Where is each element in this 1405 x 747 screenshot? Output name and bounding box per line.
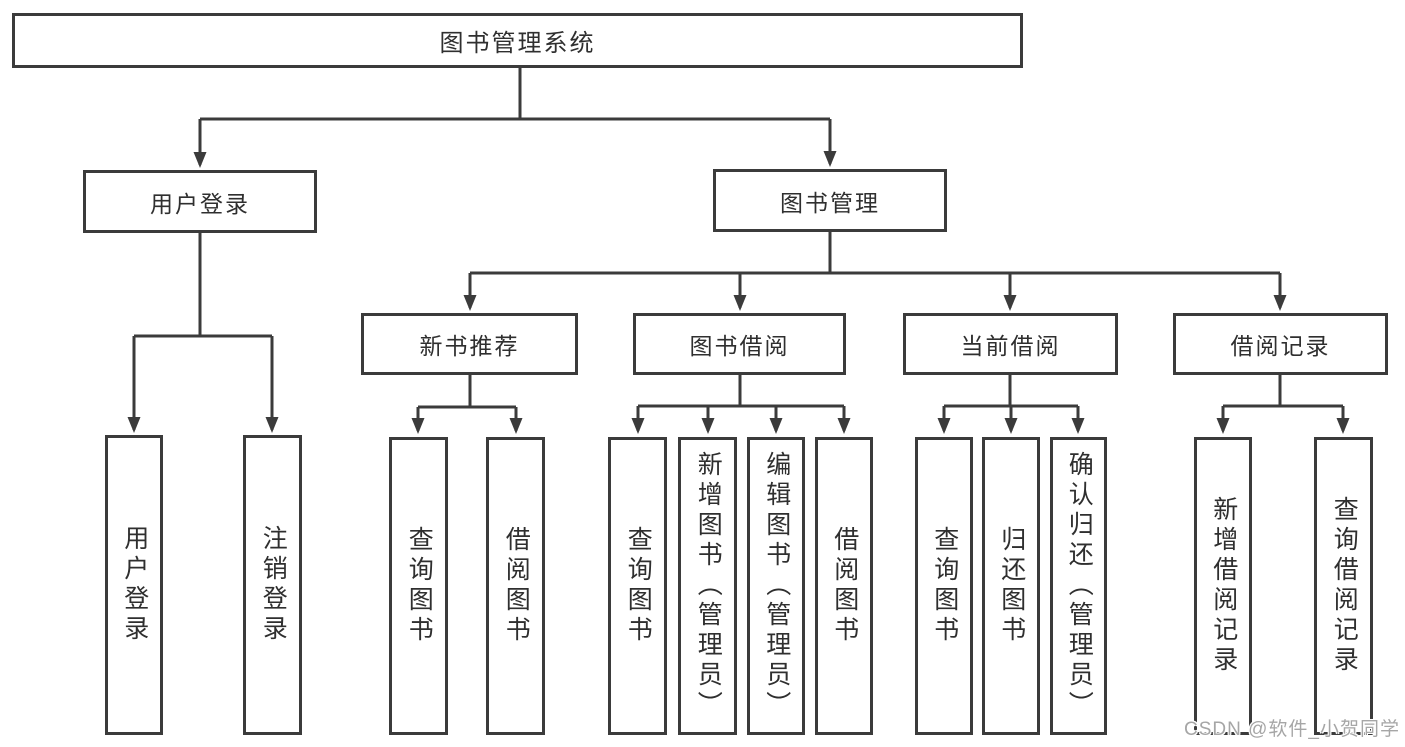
node-label: 新增图书（管理员） [694,451,723,721]
node-leaf-cb-confirm-return-admin: 确认归还（管理员） [1050,437,1107,735]
node-label: 用户登录 [120,525,149,645]
node-label: 注销登录 [259,525,288,645]
node-leaf-bb-edit-books-admin: 编辑图书（管理员） [747,437,805,735]
node-label: 借阅图书 [830,526,859,646]
node-book-borrow: 图书借阅 [633,313,846,375]
node-leaf-bb-query-books: 查询图书 [608,437,667,735]
node-leaf-nbr-borrow-books: 借阅图书 [486,437,545,735]
node-new-book-recommend: 新书推荐 [361,313,578,375]
watermark: CSDN @软件_小贺同学 [1184,719,1400,740]
node-label: 归还图书 [997,526,1026,646]
node-book-management: 图书管理 [713,169,947,232]
node-leaf-logout: 注销登录 [243,435,302,735]
node-label: 确认归还（管理员） [1065,451,1094,721]
node-leaf-nbr-query-books: 查询图书 [389,437,448,735]
node-leaf-bb-add-books-admin: 新增图书（管理员） [678,437,737,735]
node-label: 查询图书 [405,526,434,646]
node-label: 查询借阅记录 [1330,496,1359,676]
node-label: 编辑图书（管理员） [762,451,791,721]
node-label: 查询图书 [624,526,653,646]
node-label: 新增借阅记录 [1209,496,1238,676]
node-label: 查询图书 [930,526,959,646]
node-current-borrow: 当前借阅 [903,313,1118,375]
node-leaf-cb-query-books: 查询图书 [915,437,973,735]
node-leaf-user-login: 用户登录 [105,435,163,735]
node-leaf-bb-borrow-books: 借阅图书 [815,437,873,735]
node-root: 图书管理系统 [12,13,1023,68]
node-label: 借阅图书 [502,526,531,646]
node-leaf-br-add-record: 新增借阅记录 [1194,437,1252,735]
node-leaf-br-query-record: 查询借阅记录 [1314,437,1373,735]
node-user-login: 用户登录 [83,170,317,233]
node-leaf-cb-return-books: 归还图书 [982,437,1040,735]
node-borrow-records: 借阅记录 [1173,313,1388,375]
